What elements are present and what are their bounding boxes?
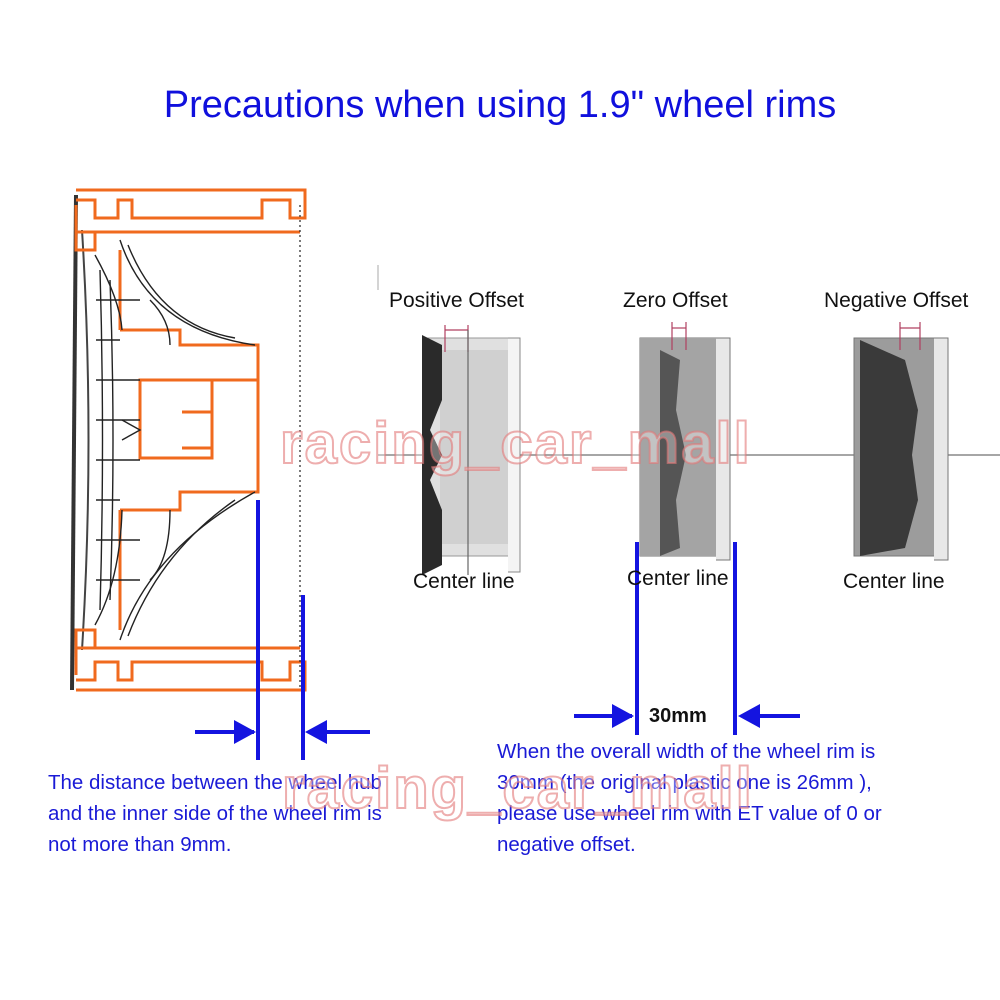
right-note-line: When the overall width of the wheel rim … [497, 740, 876, 763]
negative-offset-label: Negative Offset [824, 289, 969, 312]
left-note-line: and the inner side of the wheel rim is [48, 802, 382, 825]
right-note-line: 30mm (the original plastic one is 26mm )… [497, 771, 872, 794]
watermark: racing_car_mall [279, 410, 752, 477]
arrow-left-icon [738, 704, 760, 728]
zero-offset-label: Zero Offset [623, 289, 728, 312]
zero-center-line-label: Center line [627, 567, 729, 590]
arrow-left-icon [305, 720, 327, 744]
right-note-line: negative offset. [497, 833, 636, 856]
left-note-line: not more than 9mm. [48, 833, 232, 856]
negative-offset-wheel [853, 322, 949, 561]
negative-center-line-label: Center line [843, 570, 945, 593]
left-note: The distance between the wheel hub and t… [48, 767, 382, 860]
arrow-right-icon [234, 720, 256, 744]
wheel-spoke-detail [94, 239, 256, 641]
right-note: When the overall width of the wheel rim … [497, 736, 882, 860]
watermark: racing_car_mall [281, 755, 754, 822]
arrow-right-icon [612, 704, 634, 728]
zero-offset-wheel [639, 322, 731, 561]
positive-offset-wheel [422, 325, 521, 575]
left-dimension-lines [195, 500, 370, 760]
right-note-line: please use wheel rim with ET value of 0 … [497, 802, 882, 825]
width-dimension-label: 30mm [649, 705, 707, 727]
positive-offset-label: Positive Offset [389, 289, 525, 312]
page-title: Precautions when using 1.9" wheel rims [163, 84, 837, 126]
left-note-line: The distance between the wheel hub [48, 771, 382, 794]
positive-center-line-label: Center line [413, 570, 515, 593]
wheel-cross-section [70, 188, 307, 692]
